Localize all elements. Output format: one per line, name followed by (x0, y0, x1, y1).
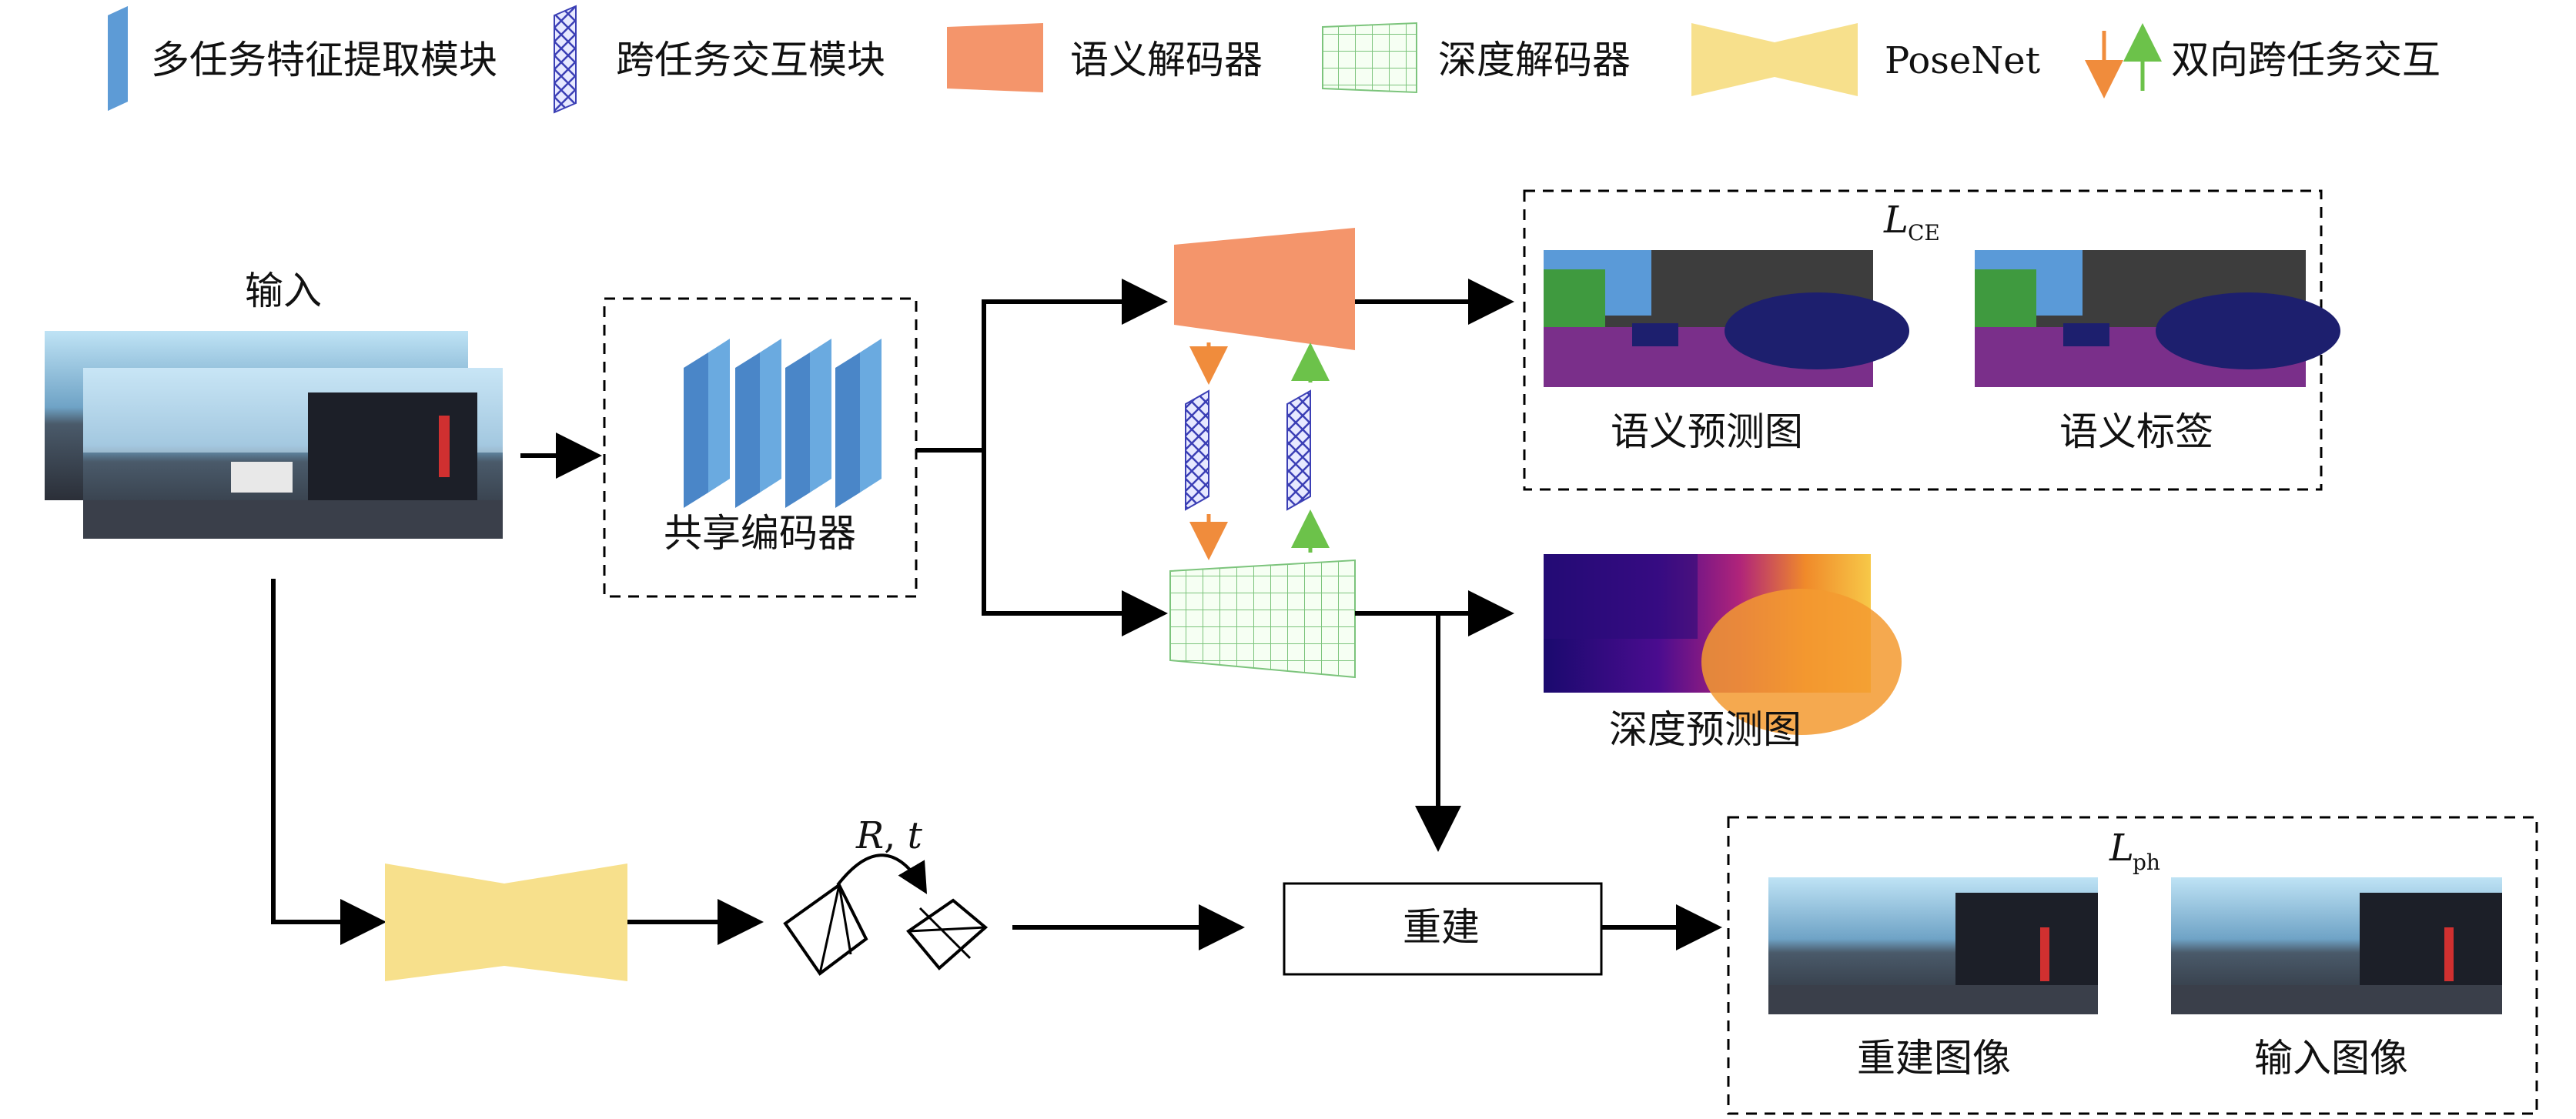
reconstructed-image-label: 重建图像 (1857, 1036, 2011, 1081)
encoder-blocks (684, 339, 882, 508)
rt-comma: , (884, 814, 908, 857)
semantic-decoder (1174, 228, 1355, 350)
reconstruction-output-box: L ph 重建图像 输入图像 (1727, 816, 2538, 1115)
loss-ph-sub: ph (2133, 850, 2160, 875)
posenet-block (385, 863, 627, 981)
rt-r: R (855, 814, 884, 857)
input-image-label: 输入图像 (2254, 1036, 2408, 1081)
rt-label: R, t (855, 814, 923, 857)
input-images (45, 331, 503, 539)
reconstruct-label: 重建 (1403, 905, 1480, 950)
loss-ce-main: L (1883, 199, 1909, 242)
legend-interaction-module-label: 跨任务交互模块 (616, 38, 885, 82)
depth-prediction-image (1544, 554, 1902, 735)
legend-posenet-label: PoseNet (1885, 39, 2040, 82)
legend-feature-module-label: 多任务特征提取模块 (151, 38, 497, 82)
legend-semantic-decoder: 语义解码器 (947, 23, 1263, 92)
interaction-module-left (1185, 389, 1209, 511)
shared-encoder-label: 共享编码器 (664, 511, 856, 556)
interaction-module-right (1286, 389, 1311, 511)
reconstruct-box: 重建 (1283, 882, 1603, 976)
input-image-thumb (2171, 877, 2502, 1014)
shared-encoder: 共享编码器 (603, 297, 918, 598)
semantic-output-box: L CE 语义预测图 语义标签 (1523, 189, 2340, 491)
loss-ce-sub: CE (1908, 220, 1940, 246)
semantic-label-label: 语义标签 (2059, 409, 2213, 454)
legend-semantic-decoder-label: 语义解码器 (1070, 38, 1263, 82)
depth-decoder (1169, 559, 1356, 679)
semantic-prediction-label: 语义预测图 (1611, 409, 1803, 454)
camera-pose-after (906, 898, 989, 970)
input-label: 输入 (245, 269, 322, 313)
depth-prediction-label: 深度预测图 (1609, 707, 1802, 752)
loss-ph-main: L (2109, 827, 2134, 870)
semantic-label-image (1975, 250, 2340, 387)
legend-posenet: PoseNet (1691, 23, 2040, 96)
camera-pose-before (783, 883, 868, 976)
reconstructed-image (1768, 877, 2098, 1014)
legend-bidirectional: 双向跨任务交互 (2085, 23, 2441, 99)
legend-depth-decoder-label: 深度解码器 (1438, 38, 1631, 82)
legend: 多任务特征提取模块 跨任务交互模块 语义解码器 深度解码器 PoseNet 双向… (108, 5, 2441, 114)
legend-bidirectional-label: 双向跨任务交互 (2171, 38, 2441, 82)
legend-depth-decoder: 深度解码器 (1322, 22, 1631, 94)
legend-feature-module: 多任务特征提取模块 (108, 6, 497, 111)
semantic-prediction-image (1544, 250, 1909, 387)
rt-t: t (908, 814, 923, 857)
legend-interaction-module: 跨任务交互模块 (554, 5, 885, 114)
